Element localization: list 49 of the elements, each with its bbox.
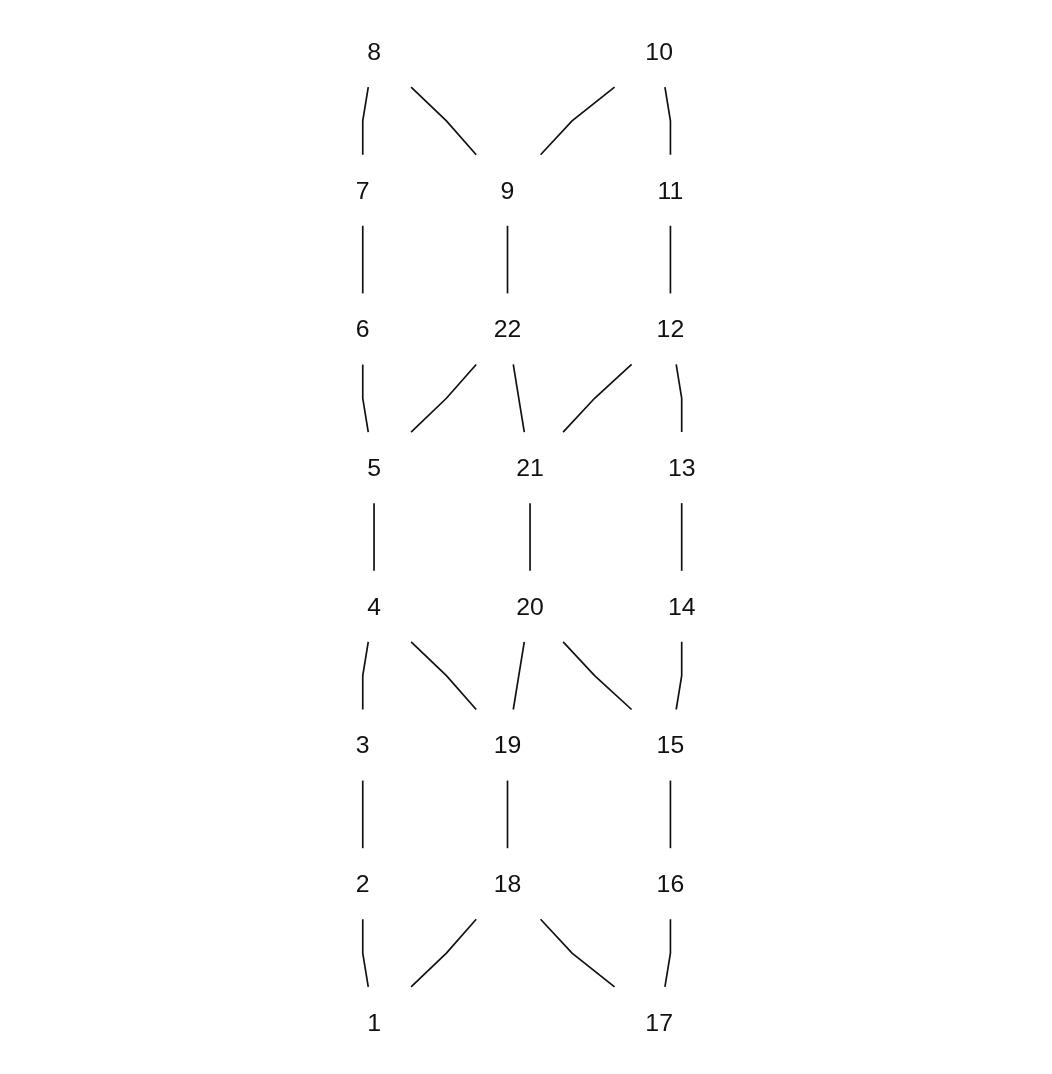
- connector: [362, 224, 364, 295]
- node-text: 13: [668, 453, 696, 482]
- node-text: 7: [356, 176, 370, 205]
- connector: [506, 779, 509, 850]
- node-text: 20: [516, 592, 545, 621]
- connector: [373, 502, 376, 572]
- connector: [529, 502, 532, 572]
- connector: [410, 918, 478, 988]
- node-text: 18: [494, 869, 522, 898]
- connector: [562, 363, 633, 433]
- node-text: 1: [367, 1008, 382, 1037]
- connector: [540, 918, 616, 988]
- node-text: 17: [645, 1008, 674, 1037]
- connector: [410, 641, 478, 711]
- connector: [512, 641, 526, 711]
- connector: [410, 86, 478, 156]
- node-text: 12: [656, 314, 685, 344]
- connector: [562, 641, 633, 711]
- connector: [540, 86, 616, 156]
- node-text: 4: [367, 592, 382, 621]
- node-text: 2: [356, 869, 370, 898]
- connector: [664, 86, 672, 156]
- connector: [664, 918, 672, 988]
- connector: [675, 641, 683, 711]
- node-text: 22: [494, 314, 522, 344]
- connector: [669, 779, 672, 850]
- connector: [669, 224, 672, 295]
- connector: [410, 363, 478, 433]
- connector: [681, 502, 683, 572]
- connector: [506, 224, 509, 295]
- node-text: 11: [657, 176, 684, 205]
- connector: [362, 779, 364, 850]
- node-text: 15: [656, 730, 685, 760]
- connector: [512, 363, 526, 433]
- node-text: 9: [500, 176, 515, 205]
- connector: [362, 641, 370, 711]
- node-text: 3: [356, 730, 370, 760]
- connector: [675, 363, 683, 433]
- connector: [362, 363, 370, 433]
- node-text: 8: [367, 37, 382, 66]
- node-text: 6: [356, 314, 370, 344]
- node-text: 14: [668, 592, 696, 621]
- node-text: 16: [656, 869, 685, 898]
- connector: [362, 86, 370, 156]
- connector: [362, 918, 370, 988]
- node-text: 10: [645, 37, 674, 66]
- node-text: 21: [516, 453, 545, 482]
- node-text: 5: [367, 453, 382, 482]
- node-text: 19: [494, 730, 522, 760]
